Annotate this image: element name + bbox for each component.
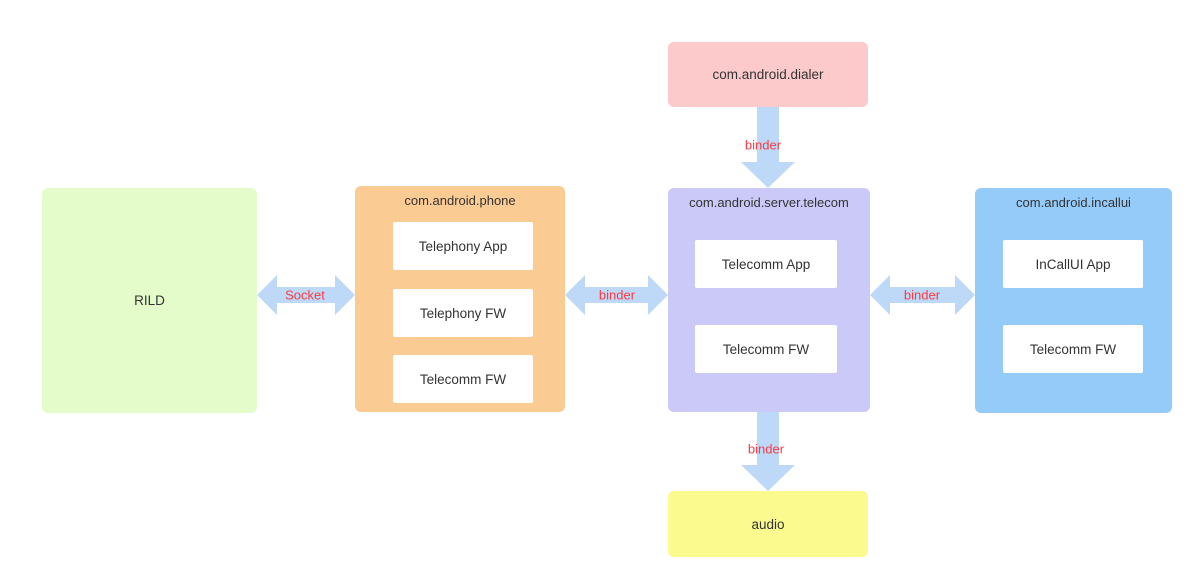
phone-telephony-app-box: Telephony App xyxy=(393,222,533,270)
group-incallui-title: com.android.incallui xyxy=(1016,195,1131,210)
telecom-telecomm-app-box: Telecomm App xyxy=(695,240,837,288)
incallui-app-box: InCallUI App xyxy=(1003,240,1143,288)
arrow-down-icon xyxy=(741,107,795,188)
double-arrow-icon xyxy=(565,275,668,315)
group-incallui: com.android.incallui InCallUI App Teleco… xyxy=(975,188,1172,413)
edge-label-telecom-audio: binder xyxy=(747,441,785,457)
edge-label-phone-telecom: binder xyxy=(598,287,636,303)
group-telecom-title: com.android.server.telecom xyxy=(689,195,849,210)
arrow-rild-phone xyxy=(257,275,355,315)
group-phone-title: com.android.phone xyxy=(404,193,516,208)
double-arrow-icon xyxy=(870,275,975,315)
node-dialer-label: com.android.dialer xyxy=(712,67,824,82)
edge-label-telecom-incallui: binder xyxy=(903,287,941,303)
edge-label-rild-phone: Socket xyxy=(285,287,325,303)
double-arrow-icon xyxy=(257,275,355,315)
arrow-down-icon xyxy=(741,412,795,491)
incallui-telecomm-fw-box: Telecomm FW xyxy=(1003,325,1143,373)
edge-label-dialer-telecom: binder xyxy=(744,137,782,153)
node-audio-label: audio xyxy=(751,516,785,532)
node-rild: RILD xyxy=(42,188,257,413)
arrow-telecom-incallui xyxy=(870,275,975,315)
group-telecom: com.android.server.telecom Telecomm App … xyxy=(668,188,870,412)
node-rild-label: RILD xyxy=(134,293,165,308)
node-audio: audio xyxy=(668,491,868,557)
arrow-telecom-audio xyxy=(741,412,795,491)
arrow-dialer-telecom xyxy=(741,107,795,188)
telecom-telecomm-fw-box: Telecomm FW xyxy=(695,325,837,373)
phone-telephony-fw-box: Telephony FW xyxy=(393,289,533,337)
group-phone: com.android.phone Telephony App Telephon… xyxy=(355,186,565,412)
node-dialer: com.android.dialer xyxy=(668,42,868,107)
arrow-phone-telecom xyxy=(565,275,668,315)
phone-telecomm-fw-box: Telecomm FW xyxy=(393,355,533,403)
